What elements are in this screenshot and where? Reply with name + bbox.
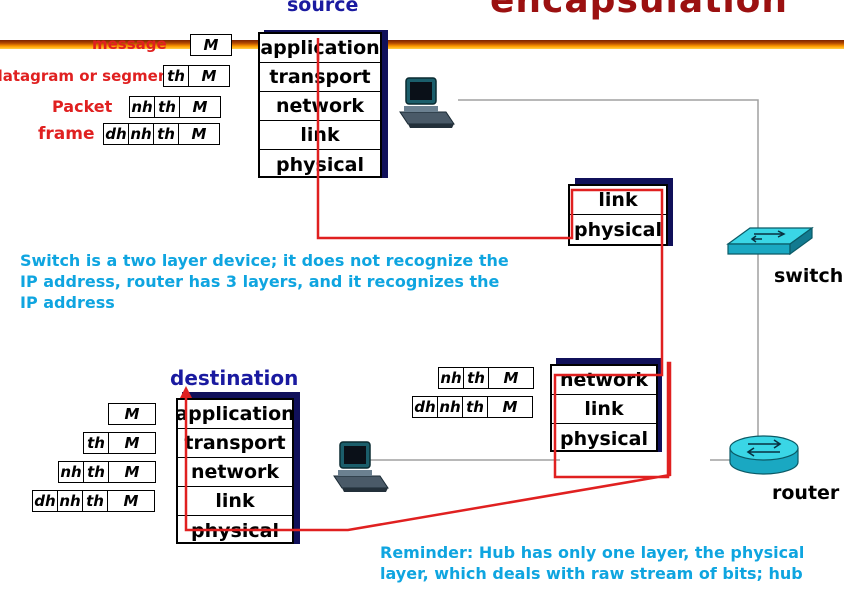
destination-computer-icon <box>328 436 394 502</box>
network-header-cell: nh <box>128 123 154 145</box>
frame-label: frame <box>38 124 95 144</box>
hub-note: Reminder: Hub has only one layer, the ph… <box>380 543 805 583</box>
network-header-cell: nh <box>57 490 83 512</box>
switch-label: switch <box>774 265 844 287</box>
link-header-cell: dh <box>103 123 129 145</box>
source-computer-icon <box>394 72 460 138</box>
switch-layer-link: link <box>570 186 666 215</box>
payload-cell: M <box>178 123 220 145</box>
payload-cell: M <box>107 490 155 512</box>
transport-header-cell: th <box>462 396 488 418</box>
destination-title: destination <box>170 366 299 390</box>
router-icon <box>726 430 802 478</box>
dest-packet-header: nh th M <box>58 461 156 483</box>
payload-cell: M <box>108 432 156 454</box>
network-header-cell: nh <box>438 367 464 389</box>
router-layer-physical: physical <box>560 427 648 450</box>
payload-cell: M <box>108 461 156 483</box>
payload-cell: M <box>190 34 232 56</box>
message-header: M <box>190 34 232 56</box>
router-frame-header: dh nh th M <box>412 396 533 418</box>
packet-header: nh th M <box>129 96 221 118</box>
segment-header: th M <box>163 65 230 87</box>
switch-stack: link physical <box>568 184 668 246</box>
message-label: message <box>92 35 167 53</box>
payload-cell: M <box>188 65 230 87</box>
source-layer-physical: physical <box>276 153 364 176</box>
dest-frame-header: dh nh th M <box>32 490 155 512</box>
source-layer-link: link <box>260 121 380 150</box>
source-title: source <box>287 0 359 16</box>
dest-segment-header: th M <box>83 432 156 454</box>
transport-header-cell: th <box>154 96 180 118</box>
payload-cell: M <box>108 403 156 425</box>
router-label: router <box>772 482 840 504</box>
transport-header-cell: th <box>83 461 109 483</box>
router-layer-network: network <box>552 366 656 395</box>
router-packet-header: nh th M <box>438 367 534 389</box>
source-layer-application: application <box>260 34 380 63</box>
payload-cell: M <box>488 367 534 389</box>
segment-label: datagram or segment <box>0 67 176 85</box>
packet-label: Packet <box>52 97 113 116</box>
transport-header-cell: th <box>82 490 108 512</box>
network-header-cell: nh <box>437 396 463 418</box>
link-header-cell: dh <box>412 396 438 418</box>
transport-header-cell: th <box>83 432 109 454</box>
slide-title: encapsulation <box>490 0 789 21</box>
frame-header: dh nh th M <box>103 123 220 145</box>
network-header-cell: nh <box>129 96 155 118</box>
dest-message-header: M <box>108 403 156 425</box>
router-stack: network link physical <box>550 364 658 452</box>
switch-layer-physical: physical <box>574 218 662 241</box>
destination-layer-network: network <box>178 458 292 487</box>
transport-header-cell: th <box>153 123 179 145</box>
switch-note: Switch is a two layer device; it does no… <box>20 251 509 312</box>
destination-stack: application transport network link physi… <box>175 398 295 544</box>
transport-header-cell: th <box>463 367 489 389</box>
network-header-cell: nh <box>58 461 84 483</box>
destination-layer-physical: physical <box>191 519 279 542</box>
transport-header-cell: th <box>163 65 189 87</box>
title-divider-bar <box>0 40 844 49</box>
source-stack: application transport network link physi… <box>258 32 382 178</box>
destination-layer-link: link <box>178 487 292 516</box>
source-layer-network: network <box>260 92 380 121</box>
payload-cell: M <box>179 96 221 118</box>
link-header-cell: dh <box>32 490 58 512</box>
switch-icon <box>726 224 814 264</box>
router-layer-link: link <box>552 395 656 424</box>
payload-cell: M <box>487 396 533 418</box>
destination-layer-application: application <box>175 400 295 429</box>
destination-layer-transport: transport <box>178 429 292 458</box>
source-layer-transport: transport <box>260 63 380 92</box>
